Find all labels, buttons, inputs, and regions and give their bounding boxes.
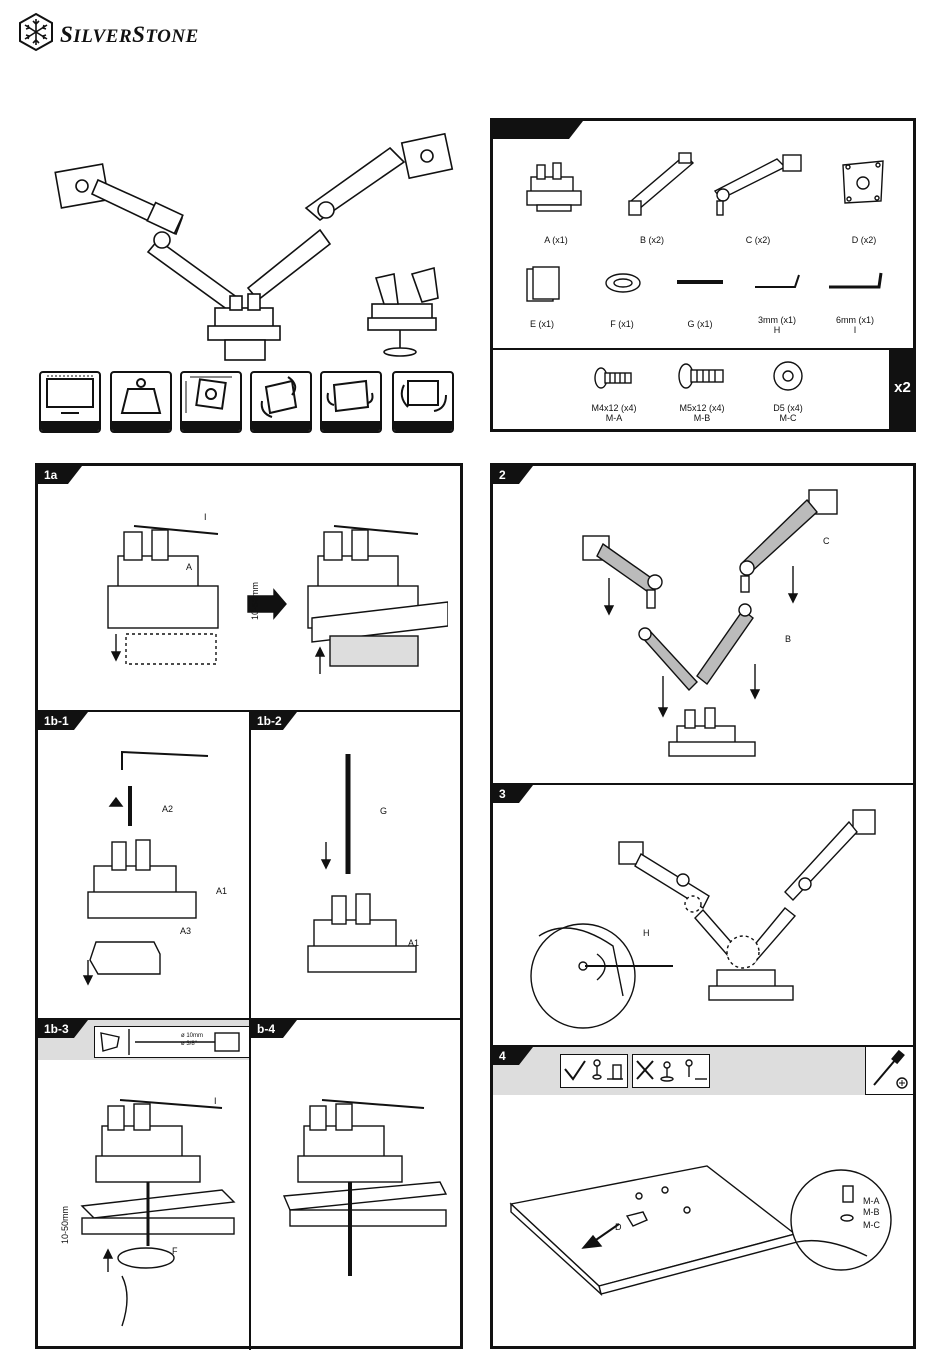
installation-panel-left: 1a I A 10-50mm 1b-1 (35, 463, 463, 1349)
part-f-label: F (x1) (597, 319, 647, 329)
step-4-callout-ma: M-A (863, 1196, 880, 1206)
incorrect-screw-usage-box (632, 1054, 710, 1088)
step-1a-callout-a: A (186, 562, 192, 572)
step-1a-tab: 1a (38, 466, 82, 484)
correct-screw-usage-box (560, 1054, 628, 1088)
part-a-label: A (x1) (531, 235, 581, 245)
part-b-drawing (621, 151, 701, 221)
part-i-drawing (825, 269, 887, 293)
vesa-plate-icon (182, 373, 240, 421)
step-1b3-drawing (62, 1086, 252, 1336)
part-h-sub: H (749, 325, 805, 335)
drill-icon (95, 1027, 249, 1057)
step-1b1-callout-a3: A3 (180, 926, 191, 936)
step-1b2-callout-g: G (380, 806, 387, 816)
step-4-drawing (507, 1156, 907, 1336)
screwdriver-icon (866, 1047, 912, 1093)
hardware-ma-sub: M-A (581, 413, 647, 423)
hardware-ma-label: M4x12 (x4) (581, 403, 647, 413)
check-icon (561, 1055, 627, 1087)
part-h-drawing (751, 269, 805, 293)
part-c-drawing (707, 149, 807, 223)
step-1b2-drawing (298, 750, 448, 1000)
hardware-divider (493, 348, 889, 350)
feature-swivel (320, 371, 382, 433)
step-1b3-thickness: 10-50mm (60, 1206, 70, 1244)
part-d-label: D (x2) (839, 235, 889, 245)
step-1b4-tab: b-4 (251, 1020, 297, 1038)
part-c-label: C (x2) (733, 235, 783, 245)
screwdriver-box (865, 1047, 913, 1095)
installation-panel-right: 2 C B 3 (490, 463, 916, 1349)
part-e-drawing (523, 263, 563, 307)
step-1a-callout-i: I (204, 512, 207, 522)
feature-rotate (392, 371, 454, 433)
swivel-icon (322, 373, 380, 421)
drill-spec-1: ø 10mm (181, 1033, 203, 1039)
step-1b4-drawing (264, 1086, 454, 1336)
rotate-icon (394, 373, 452, 421)
dual-monitor-arm-illustration (50, 128, 470, 368)
part-g-label: G (x1) (675, 319, 725, 329)
parts-panel: A (x1) B (x2) C (x2) D (x2) E (x1) F (x1… (490, 118, 916, 432)
hardware-mc-sub: M-C (755, 413, 821, 423)
step-2-callout-c: C (823, 536, 830, 546)
step-1b2-callout-a1: A1 (408, 938, 419, 948)
part-a-drawing (523, 157, 587, 217)
screw-m5-drawing (677, 361, 727, 391)
feature-screen-size (39, 371, 101, 433)
hardware-multiplier: x2 (889, 379, 916, 396)
step-4-callout-mb: M-B (863, 1207, 880, 1217)
step-1b3-callout-i: I (214, 1096, 217, 1106)
part-g-drawing (675, 277, 725, 287)
step-4-callout-d: D (615, 1222, 622, 1232)
part-h-label: 3mm (x1) (749, 315, 805, 325)
part-d-drawing (839, 157, 887, 207)
screw-m4-drawing (593, 365, 635, 391)
snowflake-icon (16, 12, 56, 52)
part-i-sub: I (825, 325, 885, 335)
step-3-callout-h: H (643, 928, 650, 938)
brand-logo: SILVERSTONE (16, 12, 216, 56)
feature-weight (110, 371, 172, 433)
part-f-drawing (603, 271, 643, 295)
hardware-mb-label: M5x12 (x4) (669, 403, 735, 413)
step-1b3-callout-f: F (172, 1246, 178, 1256)
step-2-tab: 2 (493, 466, 533, 484)
step-1b1-callout-a2: A2 (162, 804, 173, 814)
drill-spec-box: ø 10mm ø 3/8" (94, 1026, 250, 1058)
tilt-icon (252, 373, 310, 421)
part-e-label: E (x1) (517, 319, 567, 329)
monitor-icon (41, 373, 99, 421)
hardware-mb-sub: M-B (669, 413, 735, 423)
step-1b1-callout-a1: A1 (216, 886, 227, 896)
step-4-callout-mc: M-C (863, 1220, 880, 1230)
cross-icon (633, 1055, 709, 1087)
weight-icon (112, 373, 170, 421)
step-1b1-drawing (78, 746, 228, 996)
step-2-divider (493, 783, 913, 785)
parts-tab (493, 121, 583, 139)
feature-vesa (180, 371, 242, 433)
part-b-label: B (x2) (627, 235, 677, 245)
step-3-drawing (523, 796, 913, 1036)
drill-spec-2: ø 3/8" (181, 1041, 197, 1047)
feature-tilt (250, 371, 312, 433)
step-1a-thickness: 10-50mm (250, 582, 260, 620)
step-1b2-tab: 1b-2 (251, 712, 297, 730)
step-1b1-tab: 1b-1 (38, 712, 88, 730)
hardware-mc-label: D5 (x4) (755, 403, 821, 413)
part-i-label: 6mm (x1) (825, 315, 885, 325)
step-2-drawing (573, 486, 873, 766)
step-2-callout-b: B (785, 634, 791, 644)
brand-wordmark: SILVERSTONE (60, 22, 199, 48)
washer-drawing (771, 359, 805, 393)
